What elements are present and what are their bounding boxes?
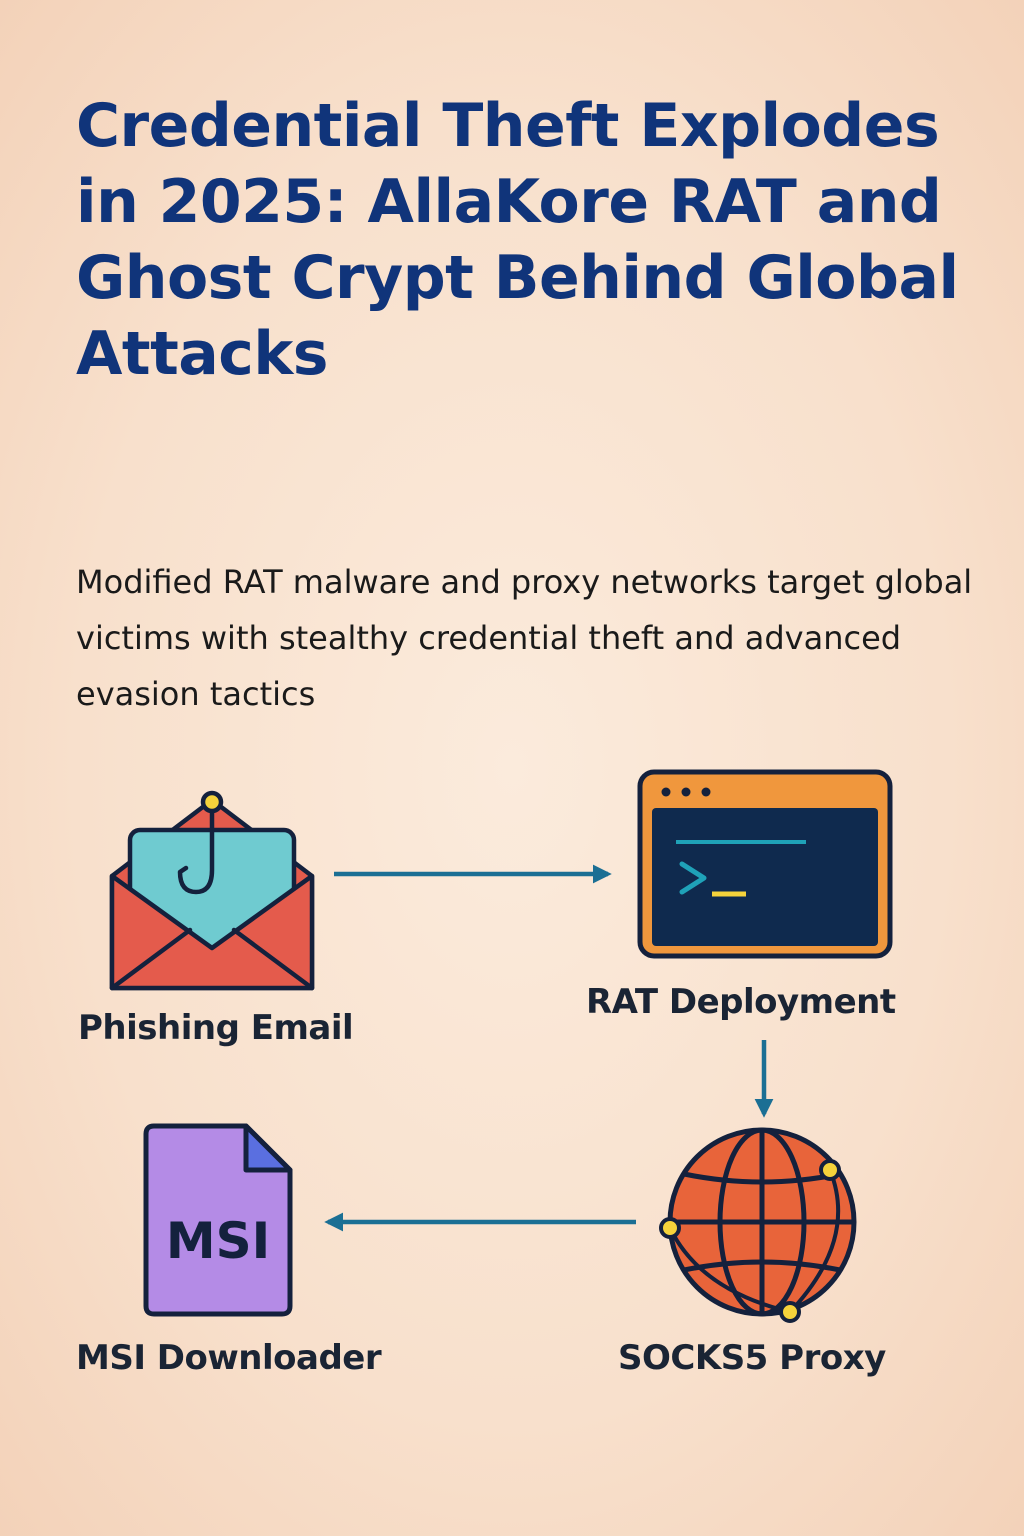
node-label-phishing-email: Phishing Email [78, 1008, 354, 1048]
hook-eye [200, 790, 224, 814]
fish-hook [177, 805, 215, 895]
proxy-node-dot [819, 1159, 841, 1181]
terminal-window-icon [637, 769, 893, 959]
node-label-socks5-proxy: SOCKS5 Proxy [618, 1338, 886, 1378]
node-label-rat-deployment: RAT Deployment [586, 982, 896, 1022]
subhead: Modified RAT malware and proxy networks … [76, 563, 973, 713]
proxy-route-line [668, 1169, 841, 1314]
envelope-front [109, 873, 315, 991]
proxy-node-dot [659, 1217, 681, 1239]
msi-file-icon: MSI [143, 1123, 293, 1317]
envelope-fold [109, 927, 315, 991]
node-label-msi-downloader: MSI Downloader [76, 1338, 382, 1378]
globe-icon [659, 1127, 857, 1323]
phishing-email-icon [109, 790, 315, 991]
headline: Credential Theft Explodes in 2025: AllaK… [76, 91, 959, 389]
msi-file-text: MSI [166, 1212, 270, 1270]
proxy-node-dot [779, 1301, 801, 1323]
